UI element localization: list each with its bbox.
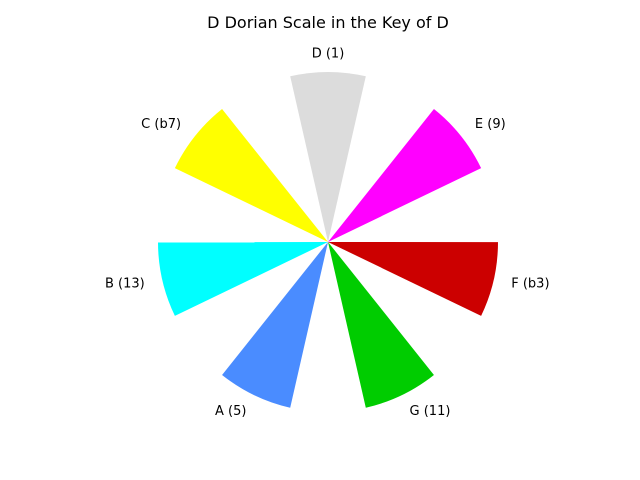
chart-slice xyxy=(328,109,482,242)
chart-slice xyxy=(290,72,366,243)
chart-slices xyxy=(158,72,498,408)
chart-slice xyxy=(328,242,434,408)
chart-title: D Dorian Scale in the Key of D xyxy=(207,13,449,32)
chart-labels: D (1) E (9) F (b3) G (11) A (5) B (13) C (b7) xyxy=(105,47,550,419)
slice-label: B (13) xyxy=(105,276,145,291)
chart-slice xyxy=(222,242,328,408)
slice-label: C (b7) xyxy=(141,117,181,132)
slice-label: A (5) xyxy=(215,404,246,419)
chart-slice xyxy=(158,242,328,316)
chart-slice xyxy=(328,242,498,316)
slice-label: D (1) xyxy=(312,47,345,62)
chart-slice xyxy=(174,109,328,242)
slice-label: F (b3) xyxy=(511,276,549,291)
slice-label: G (11) xyxy=(410,404,451,419)
slice-label: E (9) xyxy=(475,117,506,132)
